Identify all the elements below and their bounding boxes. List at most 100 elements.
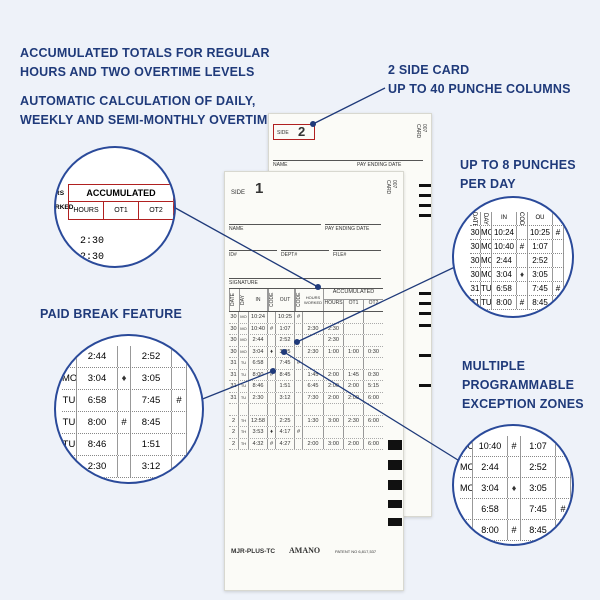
zoom-grid-cell [517,282,528,295]
zoom-header-accumulated: ACCUMULATED [69,185,173,202]
cell-code [268,312,276,323]
cell-date: 31 [229,392,239,403]
punch-grid-header: DATE DAY IN CODE OUT CODE HOURS WORKED A… [229,288,383,312]
cell-acc-ot1: 1:00 [344,346,364,357]
cell-acc-ot1 [344,404,364,415]
cell-code-2 [295,415,303,426]
header-ot2: OT2 [368,300,379,306]
feature-two-side-card: 2 SIDE CARD UP TO 40 PUNCHE COLUMNS [388,61,571,99]
zoom-grid-cell: 8:00 [77,412,118,433]
zoom-grid-cell: 1:07 [528,240,553,253]
cell-out: 2:25 [276,415,295,426]
cell-day: TU [239,392,249,403]
cell-code [268,381,276,392]
zoom-grid-cell: TU [62,390,77,411]
zoom-grid-cell [553,240,564,253]
zoom-grid-cell: 2:44 [492,254,517,267]
cell-in: 12:58 [249,415,268,426]
zoom-grid-cell [517,226,528,239]
punch-grid: DATE DAY IN CODE OUT CODE HOURS WORKED A… [229,288,383,450]
zoom-grid-cell: 30 [470,254,481,267]
zoom-header-rs: RS [55,190,65,197]
zoom-grid-cell: 31 [470,282,481,295]
zoom-grid-cell [556,436,571,456]
feature-exception-zones: MULTIPLE PROGRAMMABLE EXCEPTION ZONES [462,357,584,414]
cell-acc-ot1: 1:45 [344,369,364,380]
cell-in: 2:30 [249,392,268,403]
zoom-grid-cell: IN [492,212,517,225]
feature-line: UP TO 40 PUNCHE COLUMNS [388,82,571,96]
zoom-grid-cell [508,499,521,519]
cell-acc-hours [324,312,344,323]
header-ot1: OT1 [344,300,364,311]
cell-hours-worked: 1:30 [303,415,324,426]
zoom-grid-cell [460,499,473,519]
zoom-grid-cell: TU [62,434,77,455]
cell-code-2: # [295,312,303,323]
cell-in: 8:46 [249,381,268,392]
zoom-header-hours: HOURS [69,202,104,219]
feature-punches-per-day: UP TO 8 PUNCHES PER DAY [460,156,576,194]
zoom-grid-cell: 31 [470,296,481,309]
cell-out: 1:07 [276,323,295,334]
zoom-grid-cell: 8:45 [131,412,172,433]
side-number: 2 [298,124,306,139]
cell-acc-ot1 [344,323,364,334]
cell-day: TH [239,415,249,426]
zoom-grid-cell: 7:45 [131,390,172,411]
zoom-grid-cell: # [172,390,187,411]
zoom-grid-cell [556,457,571,477]
zoom-grid-cell: MO [481,268,492,281]
zoom-exception: MO10:40#1:07MO2:442:52MO3:04♦3:056:587:4… [452,424,574,546]
zoom-grid-cell [118,346,131,367]
cell-hours-worked: 7:30 [303,392,324,403]
zoom-header-ot1: OT1 [104,202,139,219]
zoom-grid-cell: MO [481,226,492,239]
cell-day: TU [239,369,249,380]
header-accumulated-group: ACCUMULATED HOURS OT1 OT2 [324,289,383,311]
zoom-grid-cell [553,254,564,267]
cell-day: TH [239,438,249,449]
zoom-grid-cell [517,254,528,267]
feature-paid-break: PAID BREAK FEATURE [40,305,182,324]
zoom-grid-cell: 1:51 [131,434,172,455]
cell-out: 4:27 [276,438,295,449]
cell-acc-hours [324,427,344,438]
zoom-grid-cell: TU [62,412,77,433]
cell-date: 30 [229,346,239,357]
cell-in: 10:24 [249,312,268,323]
zoom-grid-cell: 30 [470,226,481,239]
header-out: OUT [276,289,295,311]
zoom-grid-cell: # [553,226,564,239]
cell-date: 31 [229,358,239,369]
cell-in: 4:32 [249,438,268,449]
zoom-grid-cell: 3:05 [131,368,172,389]
cell-code-2: # [295,427,303,438]
zoom-grid-cell: ♦ [508,478,521,498]
zoom-grid-cell: MO [460,436,473,456]
cell-hours-worked [303,358,324,369]
cell-day: MO [239,346,249,357]
cell-acc-ot2: 6:00 [368,394,379,401]
cell-acc-hours: 2:00 [324,392,344,403]
cell-acc-ot1: 2:00 [344,438,364,449]
zoom-grid-cell: 10:40 [492,240,517,253]
zoom-grid-cell: # [508,520,521,540]
zoom-grid-cell: # [517,240,528,253]
cell-code [268,404,276,415]
zoom-grid-row: MO2:442:52 [460,457,571,478]
file-label: FILE# [333,252,347,258]
zoom-grid-cell [172,412,187,433]
feature-line: ACCUMULATED TOTALS FOR REGULAR [20,46,270,60]
zoom-grid-cell: # [553,282,564,295]
cell-acc-hours: 2:00 [324,381,344,392]
zoom-grid-cell: MO [481,254,492,267]
